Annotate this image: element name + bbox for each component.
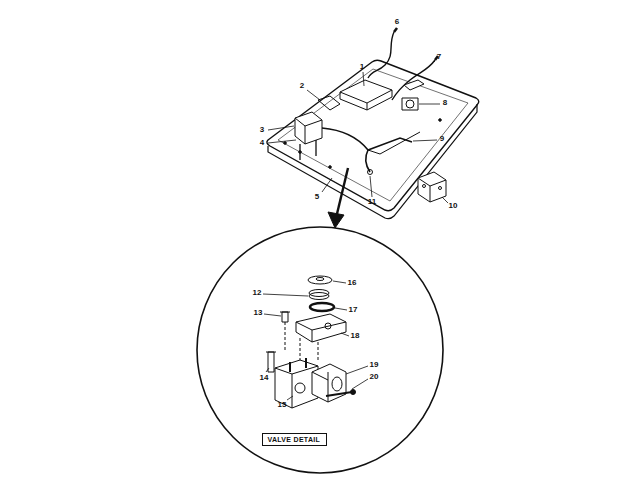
callout-number: 13 [254, 309, 263, 317]
callout-number: 1 [360, 63, 364, 71]
fitting [402, 98, 418, 110]
caption-text: VALVE DETAIL [268, 436, 321, 443]
callout-number: 5 [315, 193, 319, 201]
callout-number: 11 [368, 198, 376, 206]
callout-number: 12 [253, 289, 262, 297]
callout-number: 18 [351, 332, 360, 340]
callout-number: 3 [260, 126, 264, 134]
callout-number: 20 [370, 373, 379, 381]
callout-number: 16 [348, 279, 357, 287]
caption-box: VALVE DETAIL [262, 433, 327, 446]
valve-assembly [295, 112, 322, 160]
callout-number: 8 [443, 99, 447, 107]
tray [267, 60, 479, 218]
callout-number: 10 [449, 202, 458, 210]
callout-number: 7 [437, 53, 441, 61]
bracket [318, 96, 340, 110]
callout-number: 17 [349, 306, 358, 314]
detail-circle [197, 227, 443, 473]
callout-number: 14 [260, 374, 269, 382]
callout-number: 19 [370, 361, 379, 369]
tubing [322, 128, 420, 175]
leader-lines [263, 28, 448, 400]
callout-number: 2 [300, 82, 304, 90]
callout-number: 15 [278, 401, 287, 409]
wire-harness [368, 28, 438, 100]
callout-number: 9 [440, 135, 444, 143]
valve-detail-parts [266, 276, 356, 408]
relay-block [418, 172, 446, 202]
detail-arrow [328, 168, 348, 228]
callout-number: 6 [395, 18, 399, 26]
callout-number: 4 [260, 139, 264, 147]
module-box [340, 80, 392, 110]
